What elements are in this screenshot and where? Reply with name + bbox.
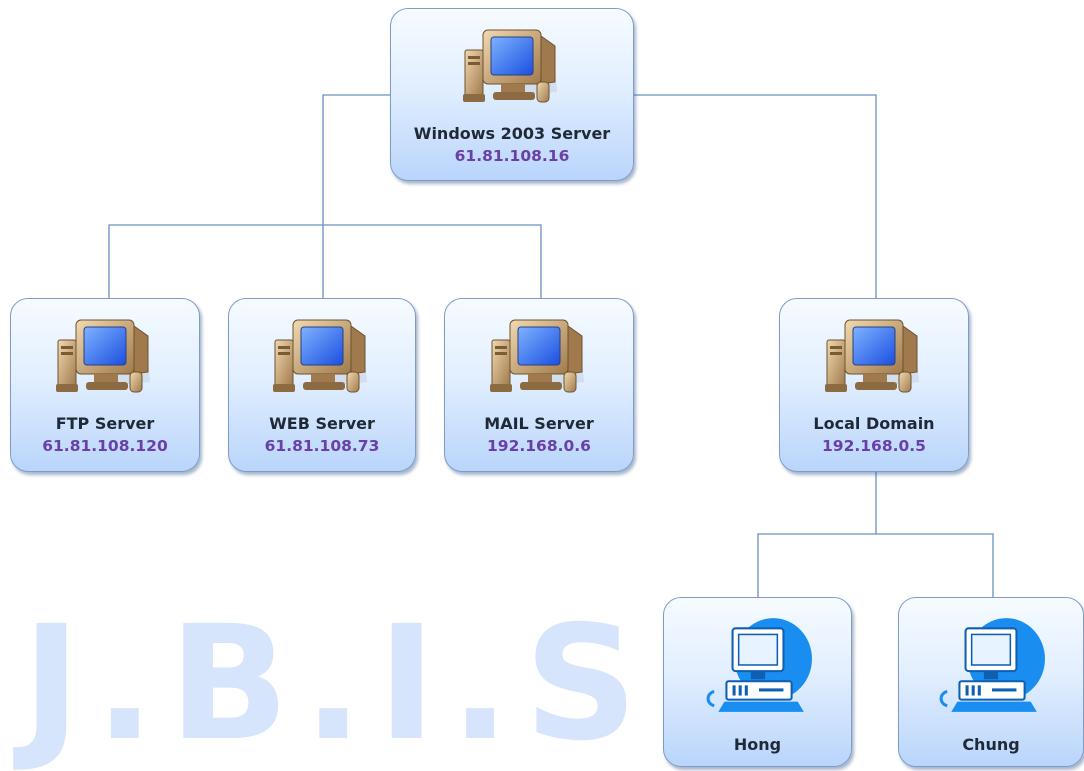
desktop-computer-icon (457, 25, 567, 107)
node-label: Windows 2003 Server (413, 124, 611, 143)
node-ip: 192.168.0.6 (487, 437, 591, 455)
node-label: Hong (733, 735, 782, 754)
edge-root-to-local (634, 94, 877, 298)
node-label: Local Domain (813, 414, 935, 433)
node-ftp-server[interactable]: FTP Server 61.81.108.120 (10, 298, 200, 472)
node-ip: 61.81.108.16 (454, 147, 570, 165)
node-web-server[interactable]: WEB Server 61.81.108.73 (228, 298, 416, 472)
edge-root-to-servers (322, 94, 390, 298)
node-mail-server[interactable]: MAIL Server 192.168.0.6 (444, 298, 634, 472)
desktop-computer-icon (50, 315, 160, 397)
workstation-icon (935, 610, 1047, 722)
node-chung[interactable]: Chung (898, 597, 1084, 767)
node-ip: 192.168.0.5 (822, 437, 926, 455)
workstation-icon (702, 610, 814, 722)
node-local-domain[interactable]: Local Domain 192.168.0.5 (779, 298, 969, 472)
node-label: FTP Server (55, 414, 155, 433)
node-label: Chung (962, 735, 1020, 754)
node-windows-2003-server[interactable]: Windows 2003 Server 61.81.108.16 (390, 8, 634, 181)
node-ip: 61.81.108.73 (264, 437, 380, 455)
node-hong[interactable]: Hong (663, 597, 852, 767)
watermark-text: J.B.I.S (13, 592, 652, 771)
node-label: WEB Server (269, 414, 375, 433)
node-label: MAIL Server (484, 414, 594, 433)
edge-server-bus (108, 224, 542, 298)
desktop-computer-icon (267, 315, 377, 397)
desktop-computer-icon (819, 315, 929, 397)
desktop-computer-icon (484, 315, 594, 397)
edge-client-bus (757, 533, 994, 597)
node-ip: 61.81.108.120 (42, 437, 168, 455)
